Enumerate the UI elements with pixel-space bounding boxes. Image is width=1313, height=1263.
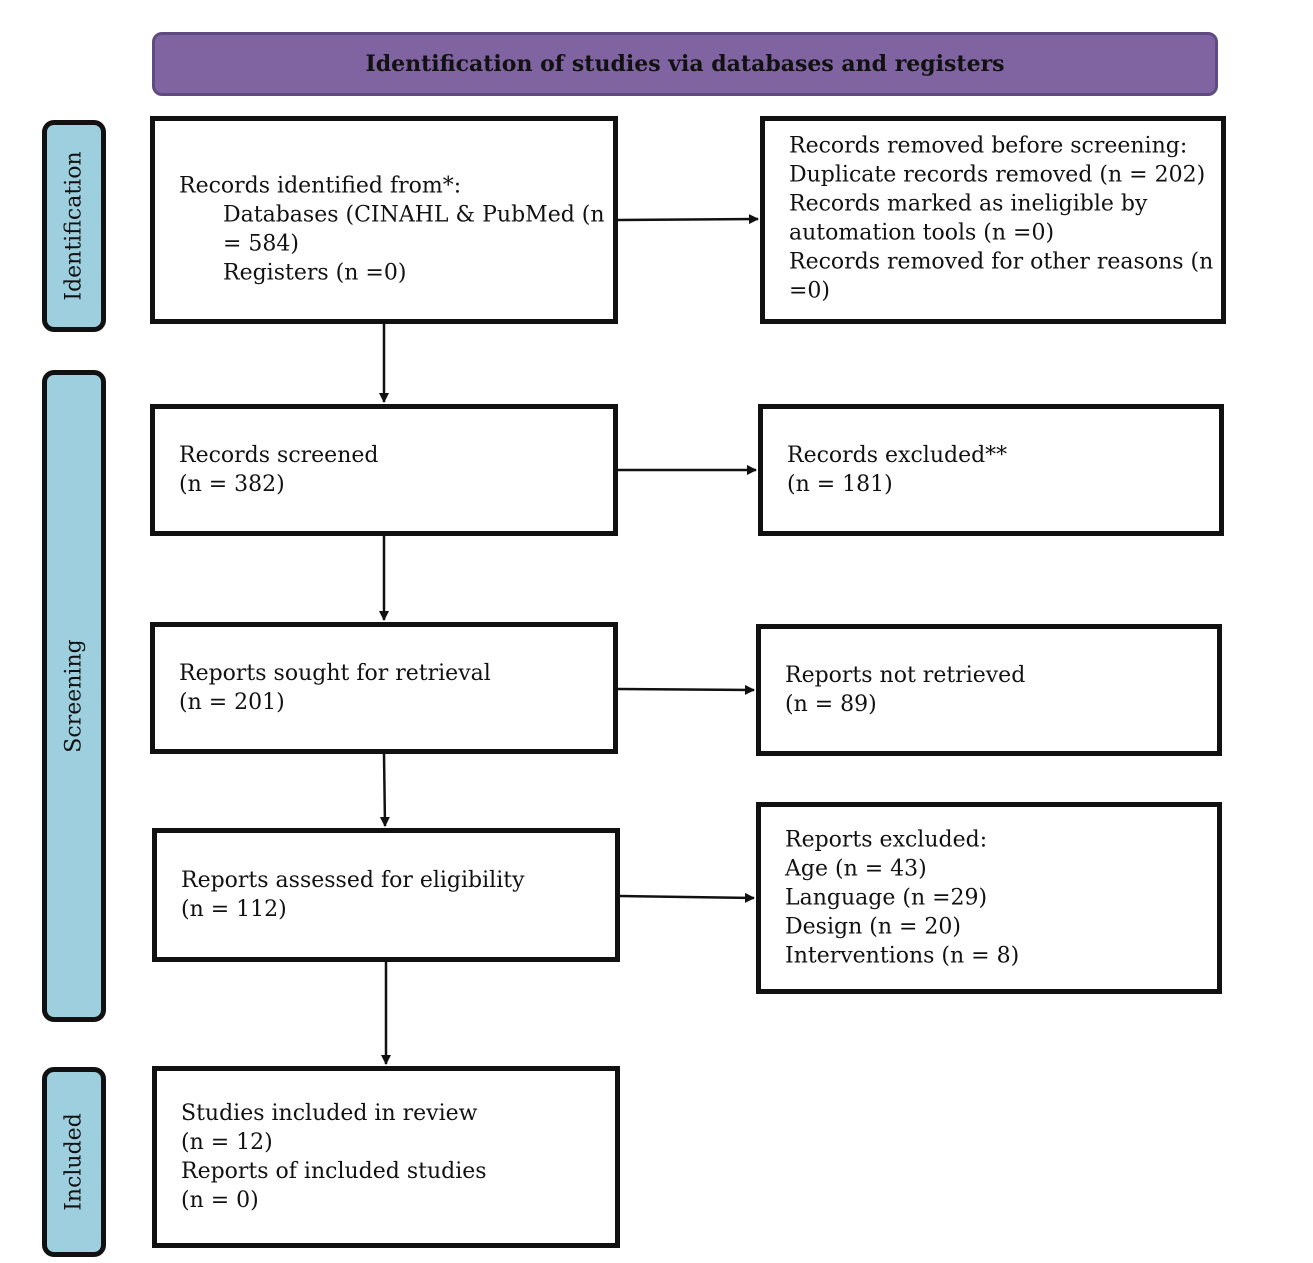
box-line: (n = 12): [181, 1130, 273, 1155]
box-line: Studies included in review: [181, 1101, 478, 1126]
box-reports-not-retrieved: Reports not retrieved (n = 89): [756, 624, 1222, 756]
arrow-assessed-to-excluded: [619, 892, 755, 903]
box-line: Records marked as ineligible by: [789, 191, 1148, 217]
box-line: Duplicate records removed (n = 202): [789, 162, 1206, 188]
box-line: Records removed before screening:: [789, 133, 1188, 159]
box-records-identified: Records identified from*: Databases (CIN…: [150, 116, 618, 324]
box-line: (n = 382): [179, 472, 285, 497]
box-line: automation tools (n =0): [789, 220, 1055, 246]
box-reports-assessed: Reports assessed for eligibility (n = 11…: [152, 828, 620, 962]
box-line: Records excluded**: [787, 443, 1008, 468]
box-line: Reports of included studies: [181, 1159, 487, 1184]
box-line: Records screened: [179, 443, 379, 468]
stage-identification: Identification: [42, 120, 106, 332]
box-line: =0): [789, 278, 831, 304]
diagram-header: Identification of studies via databases …: [152, 32, 1218, 96]
box-reports-excluded: Reports excluded: Age (n = 43) Language …: [756, 802, 1222, 994]
box-line: Reports excluded:: [785, 827, 988, 853]
box-line: Age (n = 43): [785, 856, 927, 882]
box-line: (n = 112): [181, 897, 287, 922]
box-line: Reports assessed for eligibility: [181, 868, 525, 893]
box-records-removed: Records removed before screening: Duplic…: [760, 116, 1226, 324]
box-line: Interventions (n = 8): [785, 943, 1020, 969]
box-records-excluded: Records excluded** (n = 181): [758, 404, 1224, 536]
box-line: Records removed for other reasons (n: [789, 249, 1214, 275]
box-studies-included: Studies included in review (n = 12) Repo…: [152, 1066, 620, 1248]
header-title: Identification of studies via databases …: [365, 51, 1005, 77]
box-line: Reports not retrieved: [785, 663, 1026, 688]
box-line: Design (n = 20): [785, 914, 961, 940]
box-line: (n = 181): [787, 472, 893, 497]
box-reports-sought: Reports sought for retrieval (n = 201): [150, 622, 618, 754]
box-line: Records identified from*:: [179, 173, 462, 199]
box-line: Registers (n =0): [223, 260, 407, 286]
box-line: Language (n =29): [785, 885, 988, 911]
box-line: (n = 89): [785, 692, 877, 717]
stage-included: Included: [42, 1067, 106, 1257]
box-line: (n = 201): [179, 690, 285, 715]
box-line: (n = 0): [181, 1188, 259, 1213]
box-records-screened: Records screened (n = 382): [150, 404, 618, 536]
arrow-sought-to-assessed: [379, 753, 390, 827]
arrow-sought-to-not-retrieved: [617, 684, 755, 695]
box-line: Reports sought for retrieval: [179, 661, 491, 686]
arrow-identified-to-removed: [617, 214, 759, 225]
box-line: = 584): [223, 231, 300, 257]
stage-screening: Screening: [42, 370, 106, 1022]
box-line: Databases (CINAHL & PubMed (n: [223, 202, 605, 228]
